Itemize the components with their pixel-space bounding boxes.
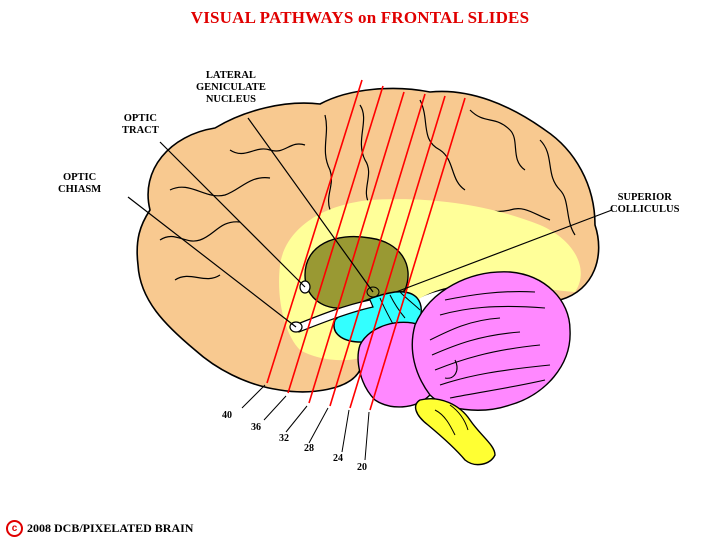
slice-line-32 <box>308 91 405 404</box>
leader-lgn <box>247 117 374 293</box>
lateral-geniculate-label: LATERAL GENICULATE NUCLEUS <box>196 70 266 105</box>
copyright: c 2008 DCB/PIXELATED BRAIN <box>6 520 193 537</box>
cerebellum <box>411 271 571 411</box>
optic-chiasm-label: OPTIC CHIASM <box>58 172 102 195</box>
leader-optic-tract <box>159 141 306 288</box>
leader-lines <box>127 117 613 328</box>
slice-line-24 <box>349 95 446 409</box>
optic-tract-shape <box>294 299 374 333</box>
page-title: VISUAL PATHWAYS on FRONTAL SLIDES <box>190 8 530 27</box>
optic-tract-label: OPTIC TRACT <box>122 113 159 136</box>
slice-line-40 <box>266 79 363 384</box>
cortical-sulci <box>159 99 576 281</box>
slide-number-28: 28 <box>304 443 314 454</box>
medulla <box>414 398 496 466</box>
copyright-text: 2008 DCB/PIXELATED BRAIN <box>27 521 194 535</box>
slice-line-20 <box>369 97 466 411</box>
slide-number-leaders <box>241 384 370 461</box>
medulla-folds <box>434 404 469 436</box>
slide-number-32: 32 <box>279 433 289 444</box>
slice-line-28 <box>329 93 426 407</box>
slide-number-40: 40 <box>222 410 232 421</box>
slide-number-20: 20 <box>357 462 367 473</box>
slide-number-24: 24 <box>333 453 343 464</box>
superior-colliculus-label: SUPERIOR COLLICULUS <box>610 192 680 215</box>
leader-superior-colliculus <box>395 209 613 293</box>
copyright-icon: c <box>6 520 23 537</box>
cerebellar-folia <box>429 291 551 399</box>
slide-number-36: 36 <box>251 422 261 433</box>
leader-optic-chiasm <box>127 196 297 328</box>
